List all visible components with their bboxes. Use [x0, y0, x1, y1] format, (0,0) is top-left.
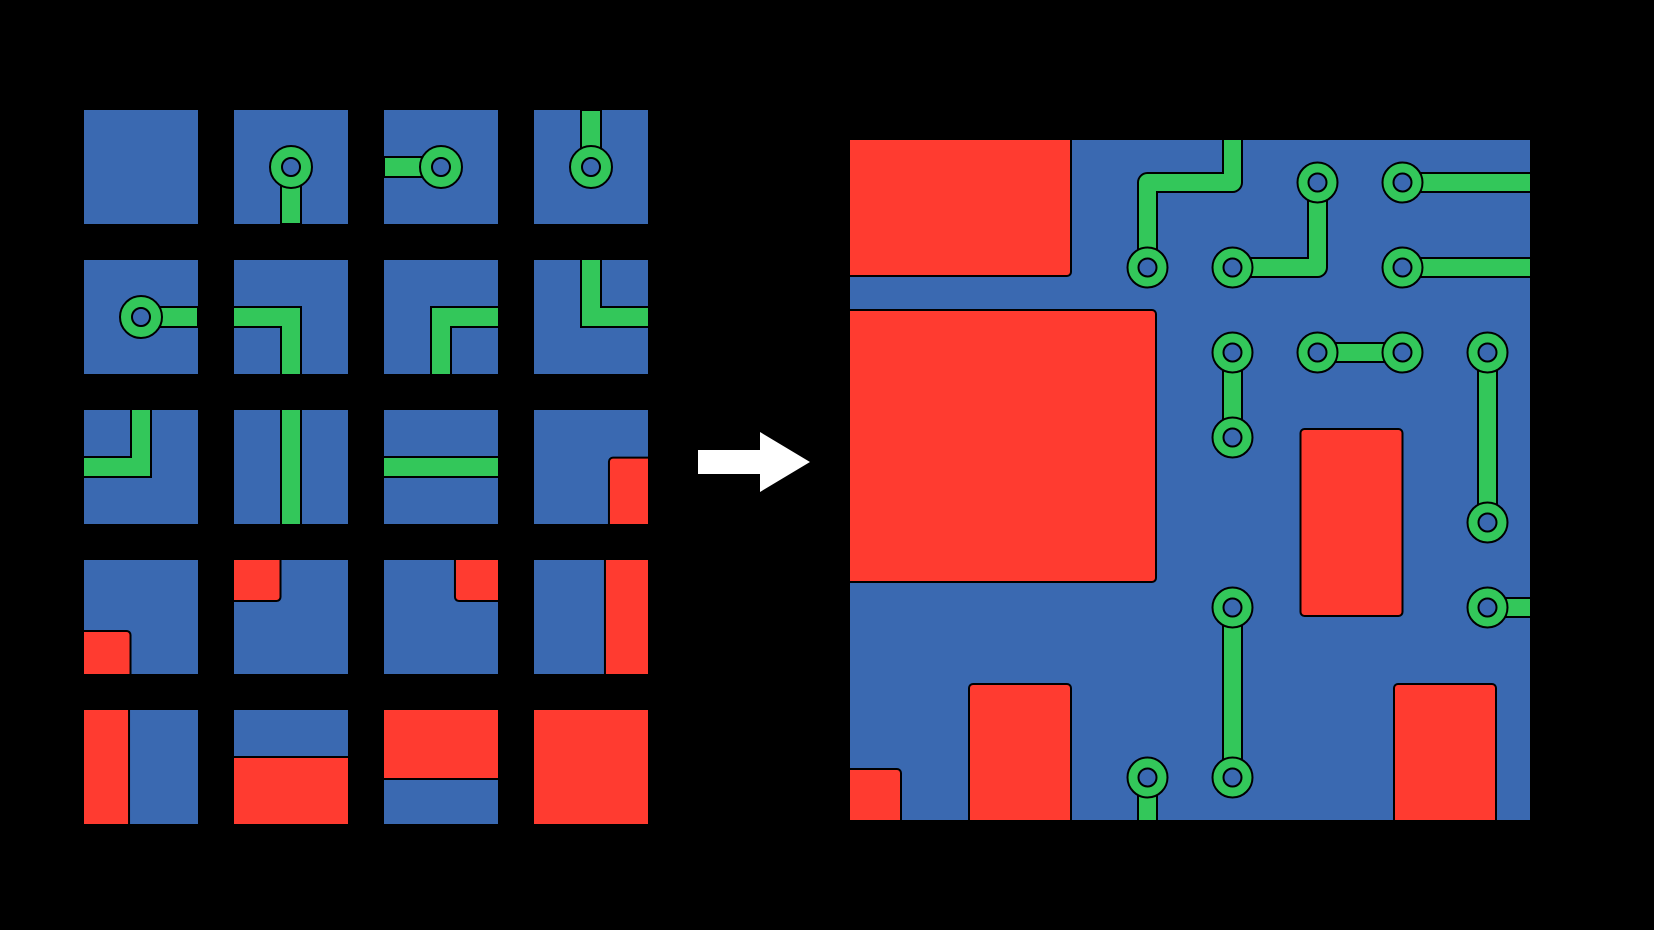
tile-block-corner-south-east — [534, 410, 648, 524]
tile-background — [84, 110, 198, 224]
pad-e-hole — [1392, 257, 1413, 278]
tile-block-edge-north — [384, 710, 498, 824]
generated-board-panel — [850, 140, 1530, 820]
pad-g-hole — [1222, 427, 1243, 448]
block-bottom-left-small — [850, 768, 902, 820]
block-top-left — [850, 140, 1072, 277]
pad-m-hole — [1222, 597, 1243, 618]
block-sw — [84, 629, 132, 674]
block-south — [234, 756, 348, 824]
block-se — [607, 456, 648, 524]
pad-o-hole — [1137, 767, 1158, 788]
tile-trace-corner-north-east — [534, 260, 648, 374]
trace-south-fill — [432, 308, 450, 374]
trace-south-fill — [282, 458, 300, 524]
board-root — [850, 140, 1530, 820]
trace-1 — [1139, 140, 1241, 268]
tile-trace-corner-east-south — [384, 260, 498, 374]
tile-trace-horizontal — [384, 410, 498, 524]
tile-blank — [84, 110, 198, 224]
tile-trace-vertical — [234, 410, 348, 524]
tile-block-full — [534, 710, 648, 824]
block-ne — [453, 560, 498, 603]
pad-n-hole — [1222, 767, 1243, 788]
tile-block-corner-north-east — [384, 560, 498, 674]
tile-block-edge-east — [534, 560, 648, 674]
block-west — [84, 710, 131, 824]
tile-block-edge-west — [84, 710, 198, 824]
pad-k-hole — [1477, 512, 1498, 533]
tile-block-corner-north-west — [234, 560, 348, 674]
pad-hole — [131, 307, 151, 327]
trace-east-fill — [582, 308, 648, 326]
pad-f-hole — [1222, 342, 1243, 363]
tile-pad-stub-left — [384, 110, 498, 224]
pad-h-hole — [1307, 342, 1328, 363]
trace-2 — [1232, 182, 1326, 276]
tile-block-edge-south — [234, 710, 348, 824]
trace-south-fill — [282, 308, 300, 374]
block-large — [850, 309, 1157, 583]
pad-i-hole — [1392, 342, 1413, 363]
pad-a-hole — [1137, 257, 1158, 278]
block-east — [603, 560, 648, 674]
block-right-middle — [1299, 428, 1404, 617]
pad-hole — [431, 157, 451, 177]
tile-block-corner-south-west — [84, 560, 198, 674]
tile-pad-stub-right — [84, 260, 198, 374]
pad-d-hole — [1392, 172, 1413, 193]
pad-c-hole — [1307, 172, 1328, 193]
pad-j-hole — [1477, 342, 1498, 363]
pad-hole — [281, 157, 301, 177]
arrow-shape — [698, 432, 810, 492]
pad-l-hole — [1477, 597, 1498, 618]
block-bottom-right — [1393, 683, 1497, 820]
trace-west-fill — [84, 458, 150, 476]
arrow-right-icon — [698, 432, 810, 492]
block-full — [534, 710, 648, 824]
trace-east-fill — [432, 458, 498, 476]
block-north — [384, 710, 498, 780]
tile-trace-corner-west-south — [234, 260, 348, 374]
tile-set-panel — [84, 110, 648, 824]
tile-pad-stub-down — [234, 110, 348, 224]
block-bottom-mid — [968, 683, 1072, 820]
tile-pad-stub-up — [534, 110, 648, 224]
tile-trace-corner-north-west — [84, 410, 198, 524]
block-nw — [234, 560, 282, 603]
pad-b-hole — [1222, 257, 1243, 278]
pad-hole — [581, 157, 601, 177]
